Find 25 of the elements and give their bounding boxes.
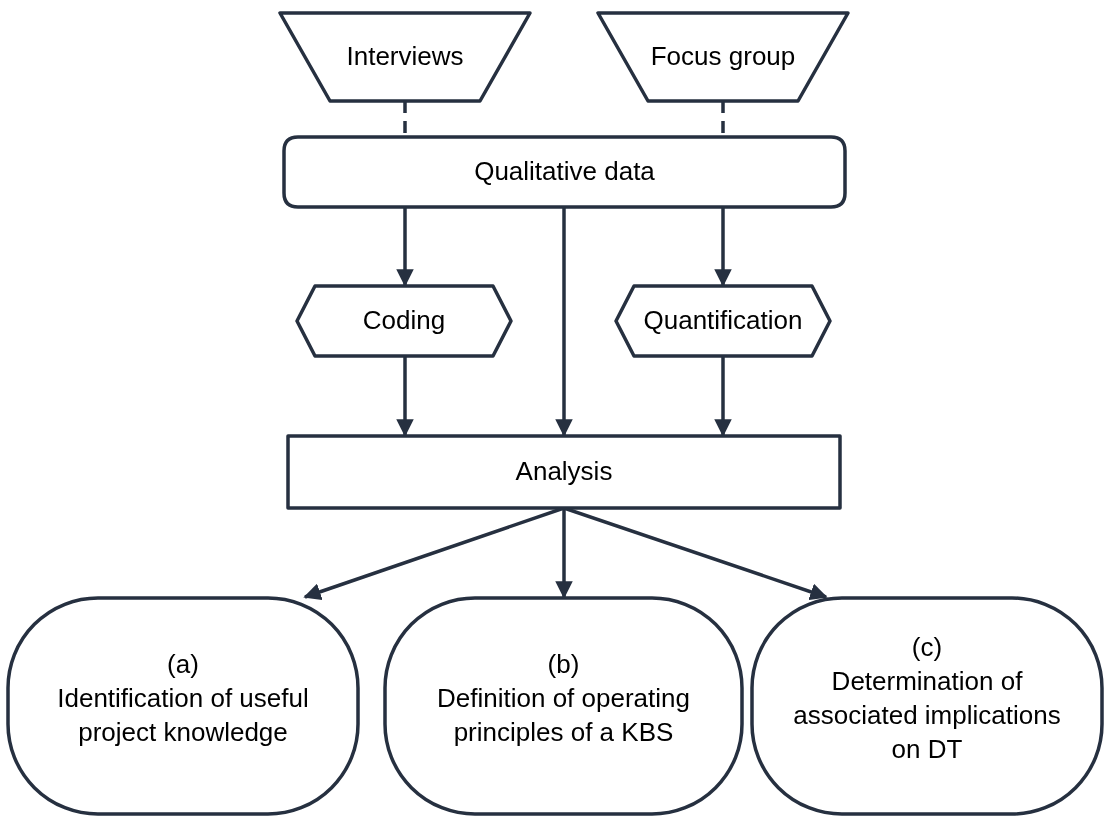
arrow (396, 356, 414, 437)
item-letter: (c) (911, 631, 943, 665)
item-letter: (b) (547, 648, 580, 682)
arrow (555, 508, 573, 599)
node-label: Analysis (515, 455, 613, 489)
arrow (555, 207, 573, 437)
node-label: Interviews (346, 40, 464, 74)
node-label: Qualitative data (474, 155, 655, 189)
arrow (714, 207, 732, 287)
node-label: Identification of useful project knowledge (56, 682, 310, 749)
data-source-trapezoid (280, 13, 530, 101)
node-label: Definition of operating principles of a KBS (436, 682, 691, 749)
outcome-box (385, 598, 742, 814)
node-label: Focus group (650, 40, 796, 74)
node-label: Determination of associated implications on DT (792, 665, 1062, 766)
outcome-box (752, 598, 1102, 814)
arrow (396, 207, 414, 287)
node-label: Coding (362, 304, 446, 338)
node-label: Quantification (643, 304, 803, 338)
outcome-box (8, 598, 358, 814)
arrow (714, 356, 732, 437)
data-box (284, 137, 845, 207)
data-source-trapezoid (598, 13, 848, 101)
item-letter: (a) (167, 648, 199, 682)
process-box (288, 436, 840, 508)
